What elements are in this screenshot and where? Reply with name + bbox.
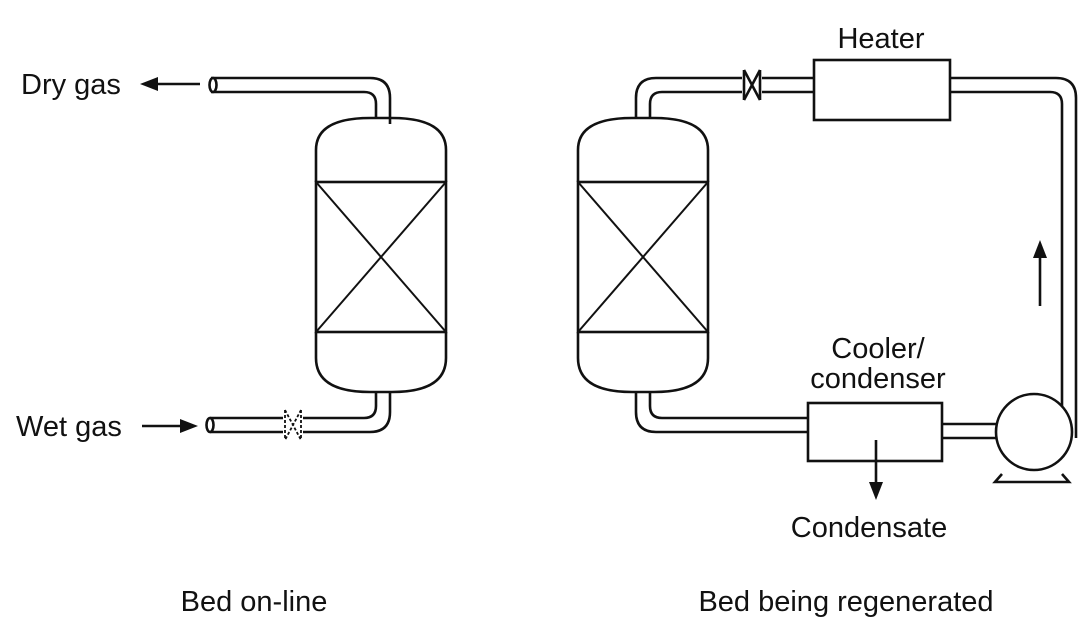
- adsorber-vessel-left: [314, 116, 448, 394]
- pump-icon: [992, 392, 1074, 484]
- adsorber-vessel-right: [576, 116, 710, 394]
- dry-gas-label: Dry gas: [21, 69, 121, 101]
- wet-gas-pipe: [205, 392, 392, 434]
- pump-cooler-pipe: [942, 422, 997, 440]
- caption-bed-regenerated: Bed being regenerated: [698, 586, 993, 618]
- condensate-label: Condensate: [791, 512, 947, 544]
- heater-return-pipe: [950, 76, 1078, 438]
- bed-online-group: Dry gas Wet gas Bed on-line: [16, 69, 448, 618]
- cooler-label-line1: Cooler/: [831, 333, 925, 365]
- regen-top-pipe: [634, 76, 814, 118]
- butterfly-valve-icon: [742, 69, 762, 101]
- wet-gas-arrow: [142, 419, 198, 433]
- caption-bed-online: Bed on-line: [181, 586, 328, 618]
- dry-gas-arrow: [140, 77, 200, 91]
- dashed-valve-icon: [283, 409, 303, 441]
- heater-label: Heater: [837, 23, 924, 55]
- condensate-arrow: [869, 440, 883, 500]
- upflow-arrow: [1033, 240, 1047, 306]
- cooler-label-line2: condenser: [810, 363, 946, 395]
- bed-regenerated-group: Heater Cooler/ condenser: [576, 23, 1078, 618]
- wet-gas-label: Wet gas: [16, 411, 122, 443]
- dry-gas-pipe: [208, 76, 392, 124]
- regen-bottom-pipe: [634, 392, 808, 434]
- heater-box: [812, 58, 952, 122]
